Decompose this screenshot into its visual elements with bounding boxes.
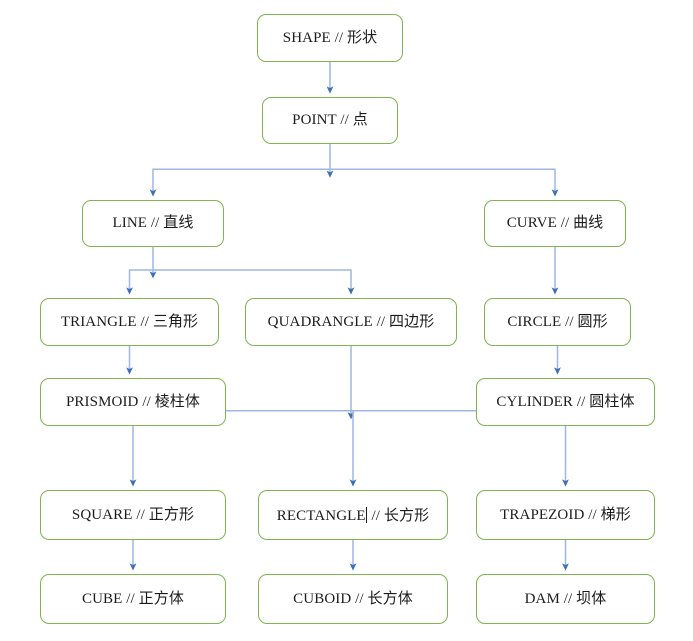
node-shape[interactable]: SHAPE // 形状 — [257, 14, 403, 62]
node-circle[interactable]: CIRCLE // 圆形 — [484, 298, 631, 346]
node-line[interactable]: LINE // 直线 — [82, 200, 224, 247]
node-trapezoid[interactable]: TRAPEZOID // 梯形 — [476, 490, 655, 540]
node-quadrangle[interactable]: QUADRANGLE // 四边形 — [245, 298, 457, 346]
edge-line-to-triangle — [126, 269, 153, 295]
node-label-line: LINE // 直线 — [112, 215, 194, 231]
node-label-cylinder: CYLINDER // 圆柱体 — [496, 393, 635, 410]
node-cylinder[interactable]: CYLINDER // 圆柱体 — [476, 378, 655, 426]
node-triangle[interactable]: TRIANGLE // 三角形 — [40, 298, 219, 346]
node-dam[interactable]: DAM // 坝体 — [476, 574, 655, 624]
node-label-prismoid: PRISMOID // 棱柱体 — [65, 393, 201, 410]
text-caret — [365, 506, 367, 523]
node-cube[interactable]: CUBE // 正方体 — [40, 574, 226, 624]
node-label-circle: CIRCLE // 圆形 — [507, 313, 608, 330]
node-label-square: SQUARE // 正方形 — [71, 506, 195, 523]
node-label-cube: CUBE // 正方体 — [82, 590, 184, 607]
node-label-dam: DAM // 坝体 — [524, 590, 607, 607]
node-square[interactable]: SQUARE // 正方形 — [40, 490, 226, 540]
edge-quadrangle-to-rectangle — [349, 410, 357, 487]
node-label-shape: SHAPE // 形状 — [282, 29, 378, 46]
node-curve[interactable]: CURVE // 曲线 — [484, 200, 626, 247]
node-label-cuboid: CUBOID // 长方体 — [293, 590, 413, 607]
node-label-quadrangle: QUADRANGLE // 四边形 — [267, 313, 435, 330]
node-rectangle[interactable]: RECTANGLE // 长方形 — [258, 490, 448, 540]
node-prismoid[interactable]: PRISMOID // 棱柱体 — [40, 378, 226, 426]
node-point[interactable]: POINT // 点 — [262, 97, 398, 144]
node-label-curve: CURVE // 曲线 — [506, 215, 604, 231]
edge-line-to-quadrangle — [153, 269, 355, 295]
node-label-rectangle: RECTANGLE // 长方形 — [276, 506, 430, 524]
node-cuboid[interactable]: CUBOID // 长方体 — [258, 574, 448, 624]
edge-point-to-line — [149, 168, 330, 197]
node-label-point: POINT // 点 — [292, 112, 368, 128]
node-label-trapezoid: TRAPEZOID // 梯形 — [500, 506, 631, 523]
node-label-triangle: TRIANGLE // 三角形 — [60, 313, 199, 330]
edge-point-to-curve — [330, 168, 559, 197]
